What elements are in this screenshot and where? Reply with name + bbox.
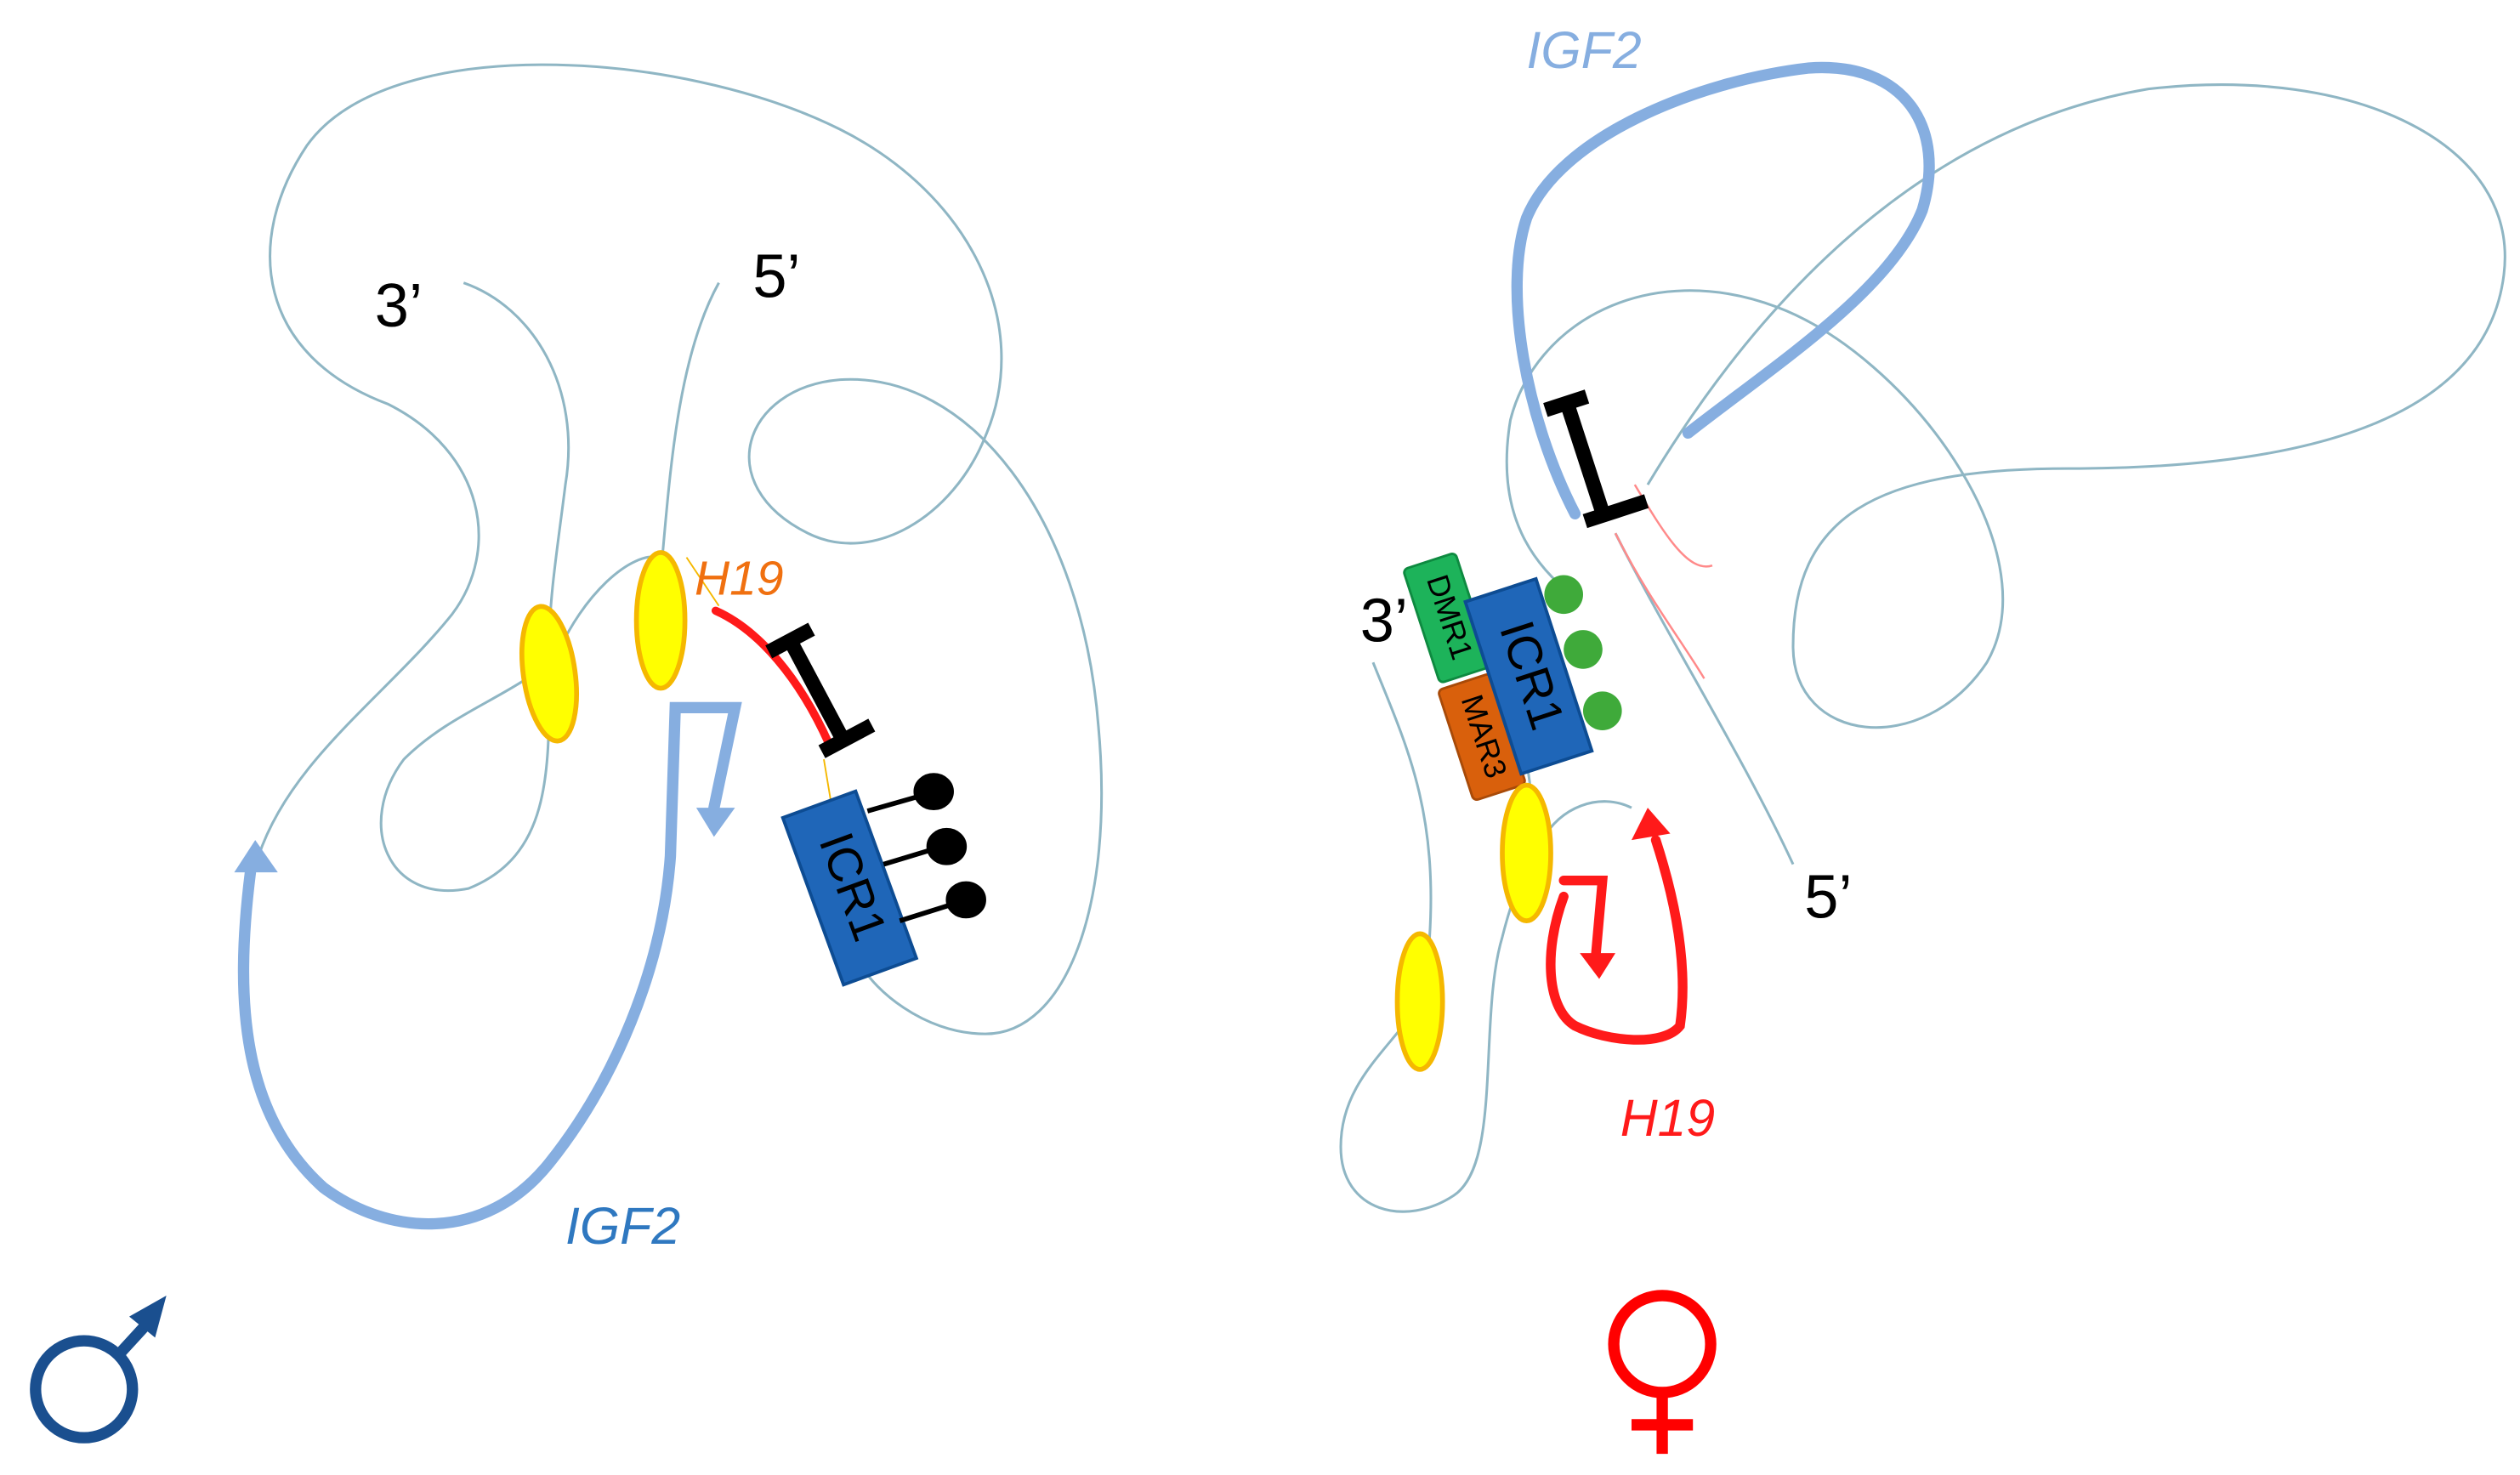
insulator-ctcf-bracket	[1543, 389, 1649, 529]
igf2-label: IGF2	[1527, 21, 1642, 79]
methylation-lollipops	[866, 773, 986, 923]
end-5-label: 5’	[1804, 863, 1852, 931]
enhancer-ellipse	[1394, 931, 1445, 1072]
icr1-box: ICR1	[780, 789, 919, 987]
end-3-label: 3’	[375, 272, 423, 340]
ctcf-binding-dots	[1544, 575, 1622, 730]
insulator-ctcf-bracket	[765, 622, 876, 758]
enhancer-ellipse	[1500, 782, 1553, 923]
h19-gene	[711, 606, 833, 747]
end-3-label: 3’	[1360, 587, 1408, 655]
h19-tss-arrowhead	[1580, 953, 1615, 979]
igf2-gene	[237, 701, 742, 1230]
female-panel: DMR1 MAR3 ICR1 IGF2 3’ 5’ H19	[1339, 21, 2506, 1455]
male-symbol	[30, 1311, 160, 1444]
end-5-label: 5’	[752, 243, 800, 311]
h19-label: H19	[1620, 1089, 1716, 1147]
igf2-tss-arrowhead	[695, 808, 735, 837]
male-symbol-arrowhead	[129, 1295, 167, 1338]
h19-arrowhead	[1632, 808, 1671, 841]
h19-gene	[1546, 835, 1688, 1045]
igf2-label: IGF2	[565, 1197, 680, 1255]
male-panel: ICR1 3’ 5’ H19 IGF2	[30, 63, 1104, 1444]
chromatin-fiber	[257, 63, 1104, 1035]
igf2-gene	[1511, 61, 1935, 519]
igf2-arrowhead	[234, 840, 278, 873]
female-symbol	[1608, 1290, 1717, 1455]
enhancer-ellipse	[519, 604, 579, 744]
h19-label: H19	[695, 551, 784, 605]
enhancer-ellipse	[633, 550, 688, 691]
chromatin-fiber	[1339, 83, 2506, 1213]
